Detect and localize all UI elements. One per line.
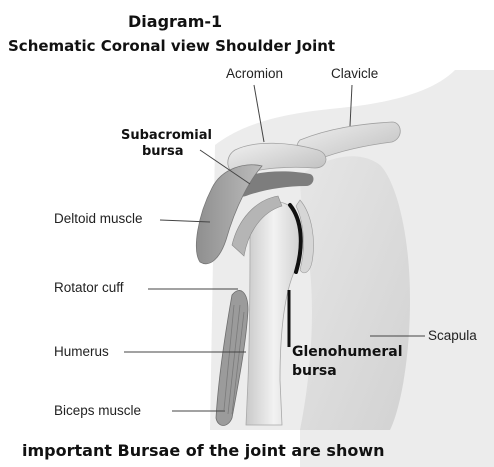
label-glenohumeral-line1: Glenohumeral [292, 344, 403, 360]
label-scapula: Scapula [428, 328, 477, 343]
label-glenohumeral-line2: bursa [292, 363, 337, 379]
figure-caption: important Bursae of the joint are shown [22, 441, 385, 460]
label-subacromial-line1: Subacromial [121, 128, 212, 144]
label-biceps: Biceps muscle [54, 403, 141, 418]
figure-title-line1: Diagram-1 [128, 12, 222, 31]
label-clavicle: Clavicle [331, 66, 378, 81]
figure-title-line2: Schematic Coronal view Shoulder Joint [8, 37, 335, 55]
label-deltoid: Deltoid muscle [54, 211, 143, 226]
label-subacromial-line2: bursa [142, 144, 183, 160]
label-humerus: Humerus [54, 344, 109, 359]
scapula-shape [300, 156, 410, 430]
label-rotator-cuff: Rotator cuff [54, 280, 124, 295]
label-acromion: Acromion [226, 66, 283, 81]
